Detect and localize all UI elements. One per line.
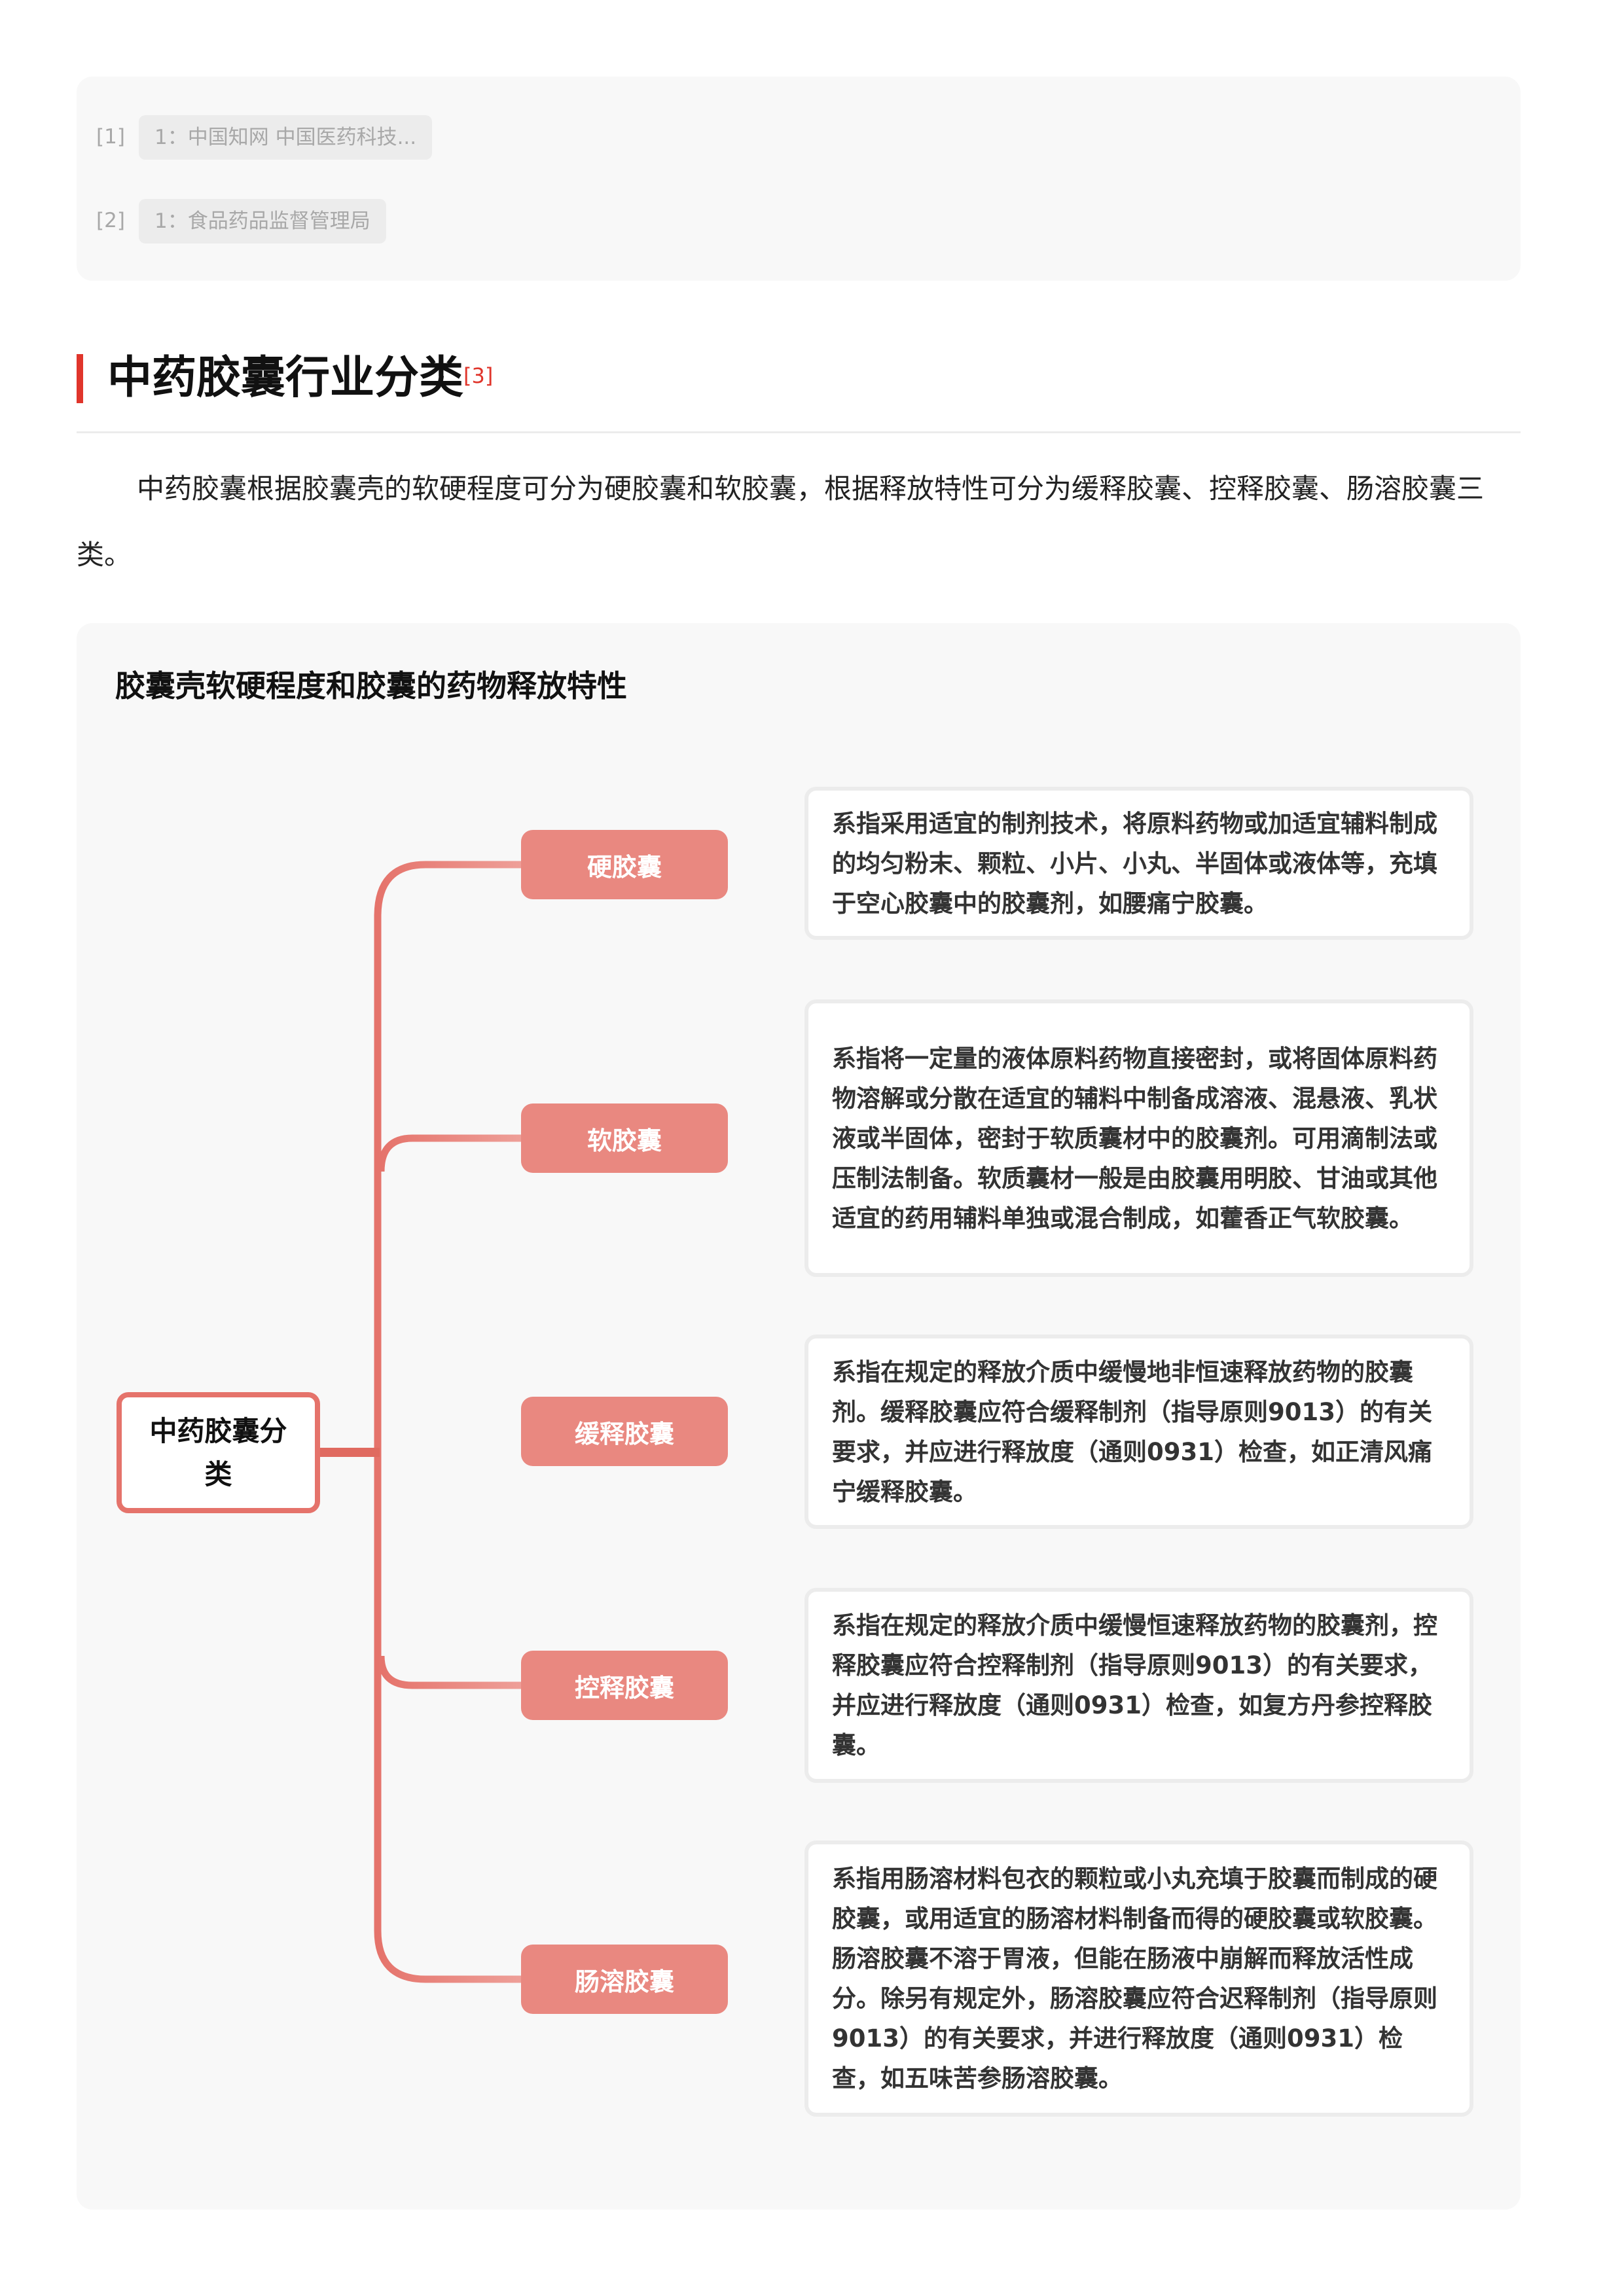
body-paragraph: 中药胶囊根据胶囊壳的软硬程度可分为硬胶囊和软胶囊，根据释放特性可分为缓释胶囊、控… (77, 473, 1485, 571)
description-box: 系指采用适宜的制剂技术，将原料药物或加适宜辅料制成的均匀粉末、颗粒、小片、小丸、… (804, 787, 1473, 940)
description-text: 系指用肠溶材料包衣的颗粒或小丸充填于胶囊而制成的硬胶囊，或用适宜的肠溶材料制备而… (832, 1865, 1437, 2092)
description-box: 系指用肠溶材料包衣的颗粒或小丸充填于胶囊而制成的硬胶囊，或用适宜的肠溶材料制备而… (804, 1840, 1473, 2117)
section-title-text: 中药胶囊行业分类 (107, 352, 464, 404)
description-text: 系指在规定的释放介质中缓慢地非恒速释放药物的胶囊剂。缓释胶囊应符合缓释制剂（指导… (832, 1357, 1432, 1506)
connector-trunk-bottom (374, 1636, 521, 1983)
branch-node-enteric: 肠溶胶囊 (521, 1945, 728, 2014)
divider (77, 431, 1521, 433)
reference-link[interactable]: 1：食品药品监督管理局 (139, 199, 386, 243)
branch-node-soft-capsule: 软胶囊 (521, 1103, 728, 1173)
root-node: 中药胶囊分类 (117, 1392, 320, 1513)
description-box: 系指在规定的释放介质中缓慢地非恒速释放药物的胶囊剂。缓释胶囊应符合缓释制剂（指导… (804, 1335, 1473, 1529)
citation-link[interactable]: [3] (463, 363, 494, 388)
reference-number: [2] (96, 209, 125, 232)
connector-branch-2 (377, 1134, 521, 1172)
branch-node-controlled-release: 控释胶囊 (521, 1651, 728, 1720)
description-box: 系指在规定的释放介质中缓慢恒速释放药物的胶囊剂，控释胶囊应符合控释制剂（指导原则… (804, 1588, 1473, 1783)
description-box: 系指将一定量的液体原料药物直接密封，或将固体原料药物溶解或分散在适宜的辅料中制备… (804, 999, 1473, 1277)
description-text: 系指采用适宜的制剂技术，将原料药物或加适宜辅料制成的均匀粉末、颗粒、小片、小丸、… (832, 809, 1437, 918)
connector-trunk-top (374, 861, 521, 1685)
description-text: 系指将一定量的液体原料药物直接密封，或将固体原料药物溶解或分散在适宜的辅料中制备… (832, 1044, 1437, 1232)
section-title: 中药胶囊行业分类[3] (107, 350, 493, 406)
connector-branch-4 (377, 1655, 521, 1689)
heading-accent-bar (77, 354, 83, 403)
references-panel: [1] 1：中国知网 中国医药科技... [2] 1：食品药品监督管理局 (77, 77, 1521, 281)
diagram-title: 胶囊壳软硬程度和胶囊的药物释放特性 (115, 668, 627, 704)
branch-node-hard-capsule: 硬胶囊 (521, 830, 728, 899)
description-text: 系指在规定的释放介质中缓慢恒速释放药物的胶囊剂，控释胶囊应符合控释制剂（指导原则… (832, 1611, 1437, 1759)
branch-node-sustained-release: 缓释胶囊 (521, 1397, 728, 1466)
reference-link[interactable]: 1：中国知网 中国医药科技... (139, 115, 433, 160)
reference-number: [1] (96, 125, 125, 149)
